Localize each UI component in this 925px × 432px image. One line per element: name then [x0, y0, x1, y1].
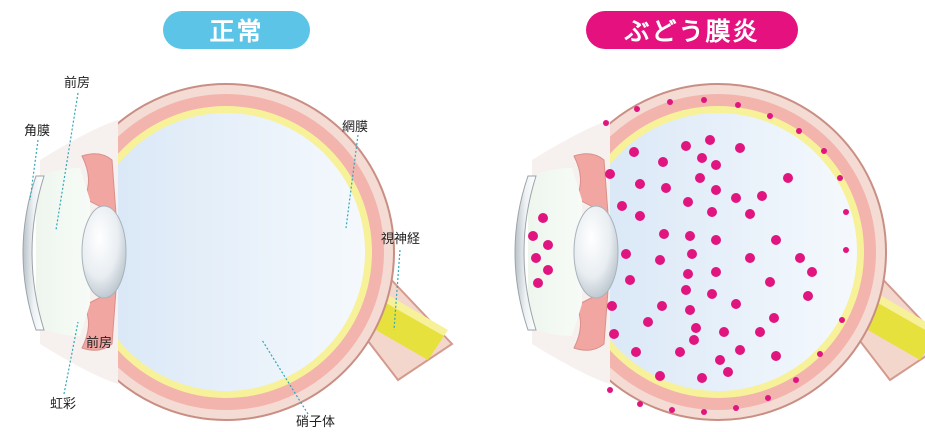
label-cornea: 角膜	[24, 125, 50, 139]
label-anterior-chamber-bottom: 前房	[86, 337, 112, 351]
normal-eyeball	[23, 84, 452, 420]
normal-eye-diagram	[23, 84, 452, 420]
label-optic-nerve: 視神経	[381, 233, 420, 247]
label-anterior-chamber-top: 前房	[64, 77, 90, 91]
label-retina: 網膜	[342, 121, 368, 135]
uveitis-eyeball	[515, 84, 925, 420]
uveitis-eye-diagram	[515, 84, 925, 420]
label-vitreous: 硝子体	[296, 416, 335, 430]
label-iris: 虹彩	[50, 398, 76, 412]
